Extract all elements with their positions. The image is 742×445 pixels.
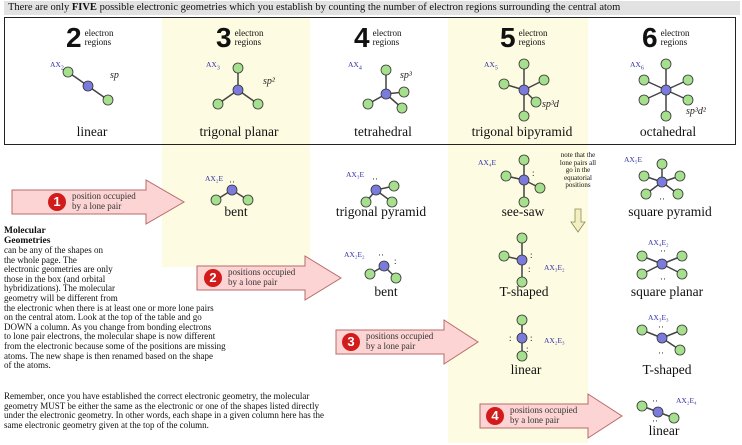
hybridization-col4: sp³ bbox=[400, 70, 412, 81]
linear-2-molecule-diagram: : : : bbox=[509, 314, 533, 362]
lone-pair-badge-2: 2 bbox=[204, 269, 222, 287]
hybridization-col6: sp³d² bbox=[686, 106, 706, 117]
svg-text:··: ·· bbox=[658, 322, 664, 332]
shape-name-linear-3: linear bbox=[648, 423, 680, 438]
intro-emphasis: FIVE bbox=[71, 2, 97, 13]
shape-name-square-pyramid: square pyramid bbox=[628, 204, 712, 219]
ax-label-sq-planar: AX₄E₂ bbox=[648, 238, 669, 247]
shape-name-t-shaped-1: T-shaped bbox=[499, 284, 549, 299]
shape-name-bent-2: bent bbox=[374, 284, 398, 299]
bent-molecule-diagram: ·· bbox=[210, 177, 254, 206]
square-pyramid-molecule-diagram: ·· bbox=[638, 158, 686, 204]
lone-pair-badge-4: 4 bbox=[486, 407, 504, 425]
hybridization-col5: sp³d bbox=[542, 99, 559, 110]
equatorial-note: note that the lone pairs all go in the e… bbox=[559, 151, 597, 189]
electronic-geometry-box bbox=[4, 17, 736, 145]
svg-text::: : bbox=[509, 333, 512, 343]
geometry-name-linear: linear bbox=[76, 124, 108, 139]
molecular-geometries-body: can be any of the shapes on the whole pa… bbox=[4, 245, 226, 371]
linear-molecule-diagram bbox=[62, 66, 114, 106]
svg-text:··: ·· bbox=[229, 177, 235, 187]
svg-text:··: ·· bbox=[378, 250, 384, 260]
lone-pair-arrow-4 bbox=[479, 393, 623, 439]
octahedral-molecule-diagram bbox=[638, 58, 694, 122]
lone-pair-badge-1: 1 bbox=[48, 193, 66, 211]
bent-2-molecule-diagram: ·· : bbox=[364, 250, 402, 284]
ax-label-bent2: AX₂E₂ bbox=[344, 250, 365, 259]
svg-text:··: ·· bbox=[660, 274, 666, 284]
svg-text::: : bbox=[530, 250, 533, 260]
trigonal-pyramid-molecule-diagram: ·· bbox=[360, 174, 400, 208]
lone-pair-arrow-1 bbox=[11, 179, 185, 225]
ax-label-sq-pyr: AX₅E bbox=[624, 155, 643, 164]
ax-label-col4: AX4 bbox=[348, 60, 362, 72]
t-shaped-molecule-diagram: : : bbox=[498, 232, 533, 288]
geometry-name-tetrahedral: tetrahedral bbox=[354, 124, 412, 139]
note-down-arrow bbox=[570, 208, 586, 233]
svg-text::: : bbox=[528, 264, 531, 274]
trigonal-bipyramid-molecule-diagram bbox=[498, 58, 550, 122]
hybridization-col3: sp² bbox=[263, 76, 275, 87]
svg-text:··: ·· bbox=[660, 246, 666, 256]
shape-name-bent-1: bent bbox=[224, 204, 248, 219]
shape-name-see-saw: see-saw bbox=[501, 204, 545, 219]
hybridization-col2: sp bbox=[110, 70, 119, 81]
geometry-name-octahedral: octahedral bbox=[639, 124, 697, 139]
ax-label-col3: AX3 bbox=[206, 60, 220, 72]
lone-pair-arrow-3 bbox=[335, 319, 479, 365]
svg-text::: : bbox=[532, 168, 535, 178]
geometry-name-trigonal-bipyramid: trigonal bipyramid bbox=[471, 124, 573, 139]
t-shaped-2-molecule-diagram: ·· ·· bbox=[636, 322, 688, 358]
svg-text:··: ·· bbox=[652, 416, 658, 426]
ax-label-col5: AX5 bbox=[484, 60, 498, 72]
shape-name-trigonal-pyramid: trigonal pyramid bbox=[335, 204, 427, 219]
tetrahedral-molecule-diagram bbox=[362, 64, 410, 114]
ax-label-tshape2: AX₃E₃ bbox=[648, 313, 669, 322]
column-band-3 bbox=[162, 17, 310, 267]
svg-text:··: ·· bbox=[659, 194, 665, 204]
svg-text:··: ·· bbox=[658, 348, 664, 358]
ax-label-col6: AX6 bbox=[630, 60, 644, 72]
ax-label-seesaw: AX₄E bbox=[478, 158, 497, 167]
shape-name-t-shaped-2: T-shaped bbox=[642, 362, 692, 377]
ax-label-col2: AX2 bbox=[50, 60, 64, 72]
linear-3-molecule-diagram: ·· ·· bbox=[636, 396, 680, 426]
svg-text::: : bbox=[526, 344, 529, 354]
ax-label-tshape1: AX₃E₂ bbox=[544, 263, 565, 272]
shape-name-linear-2: linear bbox=[510, 362, 542, 377]
svg-text::: : bbox=[530, 333, 533, 343]
see-saw-molecule-diagram: : bbox=[500, 154, 546, 208]
square-planar-molecule-diagram: ·· ·· bbox=[636, 246, 688, 284]
remember-paragraph: Remember, once you have established the … bbox=[4, 391, 325, 430]
lone-pair-arrow-2 bbox=[196, 255, 342, 301]
trigonal-planar-molecule-diagram bbox=[212, 62, 264, 110]
intro-banner: There are only FIVE possible electronic … bbox=[4, 1, 740, 15]
geometry-name-trigonal-planar: trigonal planar bbox=[199, 124, 279, 139]
ax-label-bent1: AX₂E bbox=[205, 174, 224, 183]
shape-name-square-planar: square planar bbox=[630, 284, 704, 299]
ax-label-linear3: AX₂E₄ bbox=[676, 396, 697, 405]
svg-text:··: ·· bbox=[372, 174, 378, 184]
lone-pair-badge-3: 3 bbox=[342, 333, 360, 351]
ax-label-trig-pyr: AX₃E bbox=[346, 170, 365, 179]
ax-label-linear2: AX₂E₃ bbox=[544, 336, 565, 345]
svg-text::: : bbox=[394, 256, 397, 266]
svg-text:··: ·· bbox=[652, 396, 658, 406]
